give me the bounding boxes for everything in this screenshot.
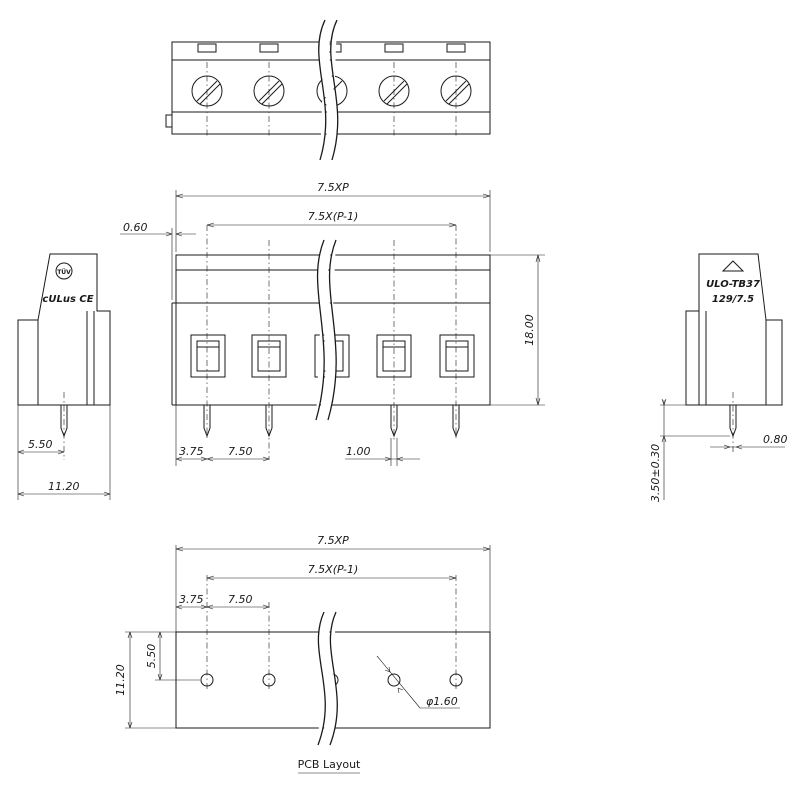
front-pins [203, 405, 460, 438]
dim-depth: 11.20 [48, 480, 80, 493]
pcb-dim-overall-length: 7.5XP [317, 534, 349, 547]
pcb-layout-caption: PCB Layout [298, 758, 361, 771]
dim-pitch-750: 7.50 [228, 445, 253, 458]
dim-edge-375: 3.75 [179, 445, 204, 458]
right-side-view: ULO-TB37 129/7.5 [660, 253, 785, 500]
dim-pin-offset: 5.50 [28, 438, 53, 451]
front-view [120, 190, 545, 466]
pcb-dim-pin-span: 7.5X(P-1) [308, 563, 359, 576]
dim-offset: 0.60 [123, 221, 148, 234]
dim-hole-diameter: φ1.60 [426, 695, 458, 708]
pcb-layout [125, 545, 491, 747]
top-view [165, 18, 491, 162]
dimension-labels: 7.5XP 7.5X(P-1) 0.60 18.00 3.75 7.50 1.0… [28, 181, 788, 774]
dim-pin-width: 1.00 [346, 445, 371, 458]
pcb-dim-pitch-750: 7.50 [228, 593, 253, 606]
dim-pin-thickness: 0.80 [763, 433, 788, 446]
cert-logos: cULus CE [42, 294, 93, 305]
dim-overall-length: 7.5XP [317, 181, 349, 194]
pcb-dim-edge-375: 3.75 [179, 593, 204, 606]
pcb-dim-depth: 11.20 [114, 664, 127, 696]
dim-pin-length: 3.50±0.30 [649, 444, 662, 502]
series-marking: 129/7.5 [712, 294, 754, 305]
brand-logo-icon [721, 260, 745, 272]
tuv-logo: TÜV [55, 262, 73, 280]
model-marking: ULO-TB37 [706, 279, 760, 290]
dim-pin-span: 7.5X(P-1) [308, 210, 359, 223]
pcb-dim-pin-offset: 5.50 [145, 644, 158, 669]
svg-text:TÜV: TÜV [57, 269, 71, 276]
left-side-view: TÜV cULus CE [17, 253, 111, 500]
dim-height: 18.00 [523, 314, 536, 346]
